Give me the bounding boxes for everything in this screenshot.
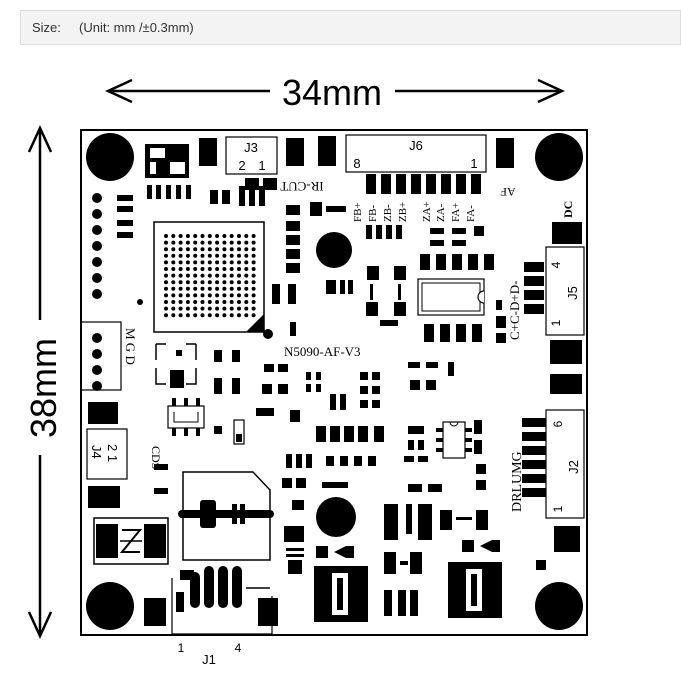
pad	[286, 138, 304, 166]
ic-chip-small	[167, 398, 205, 436]
j5-pin-4: 4	[549, 261, 563, 268]
left-edge-pads	[92, 193, 102, 299]
pcb-outline	[80, 129, 588, 636]
j2-name: J2	[566, 460, 581, 474]
j6-pin-label: ZB-	[382, 204, 394, 222]
j6-pin-label: ZA+	[421, 201, 433, 222]
height-dimension: 38mm	[23, 124, 64, 640]
j6-pin-labels: FB+ FB- ZB- ZB+ ZA+ ZA- FA+ FA-	[352, 201, 477, 222]
connector-j3: J3 2 1	[225, 136, 278, 175]
hole-center-bottom	[316, 497, 356, 537]
connector-j4: J4 2 1	[86, 428, 128, 480]
j6-pin-label: FA-	[465, 205, 477, 222]
connector-j6: J6 8 1	[345, 134, 487, 194]
j6-pin-label: FB-	[367, 205, 379, 222]
connector-j5: 4 J5 1	[524, 246, 585, 336]
j5-pin-1: 1	[549, 319, 563, 326]
mount-hole-tl	[86, 133, 134, 181]
j3-pin-2: 2	[238, 158, 245, 173]
bga-chip	[153, 221, 265, 333]
j6-pin-8: 8	[353, 156, 360, 171]
j5-signals: C+C-D+D-	[507, 281, 522, 340]
j1-pin-4: 4	[235, 641, 242, 655]
cds-label: CDS	[149, 446, 163, 469]
mount-hole-tr	[535, 133, 583, 181]
width-label: 34mm	[282, 72, 382, 113]
pad	[318, 136, 336, 166]
j5-name: J5	[565, 286, 580, 300]
connector-j1: 1 4 J1	[144, 566, 278, 667]
height-label: 38mm	[23, 338, 64, 438]
board-name: N5090-AF-V3	[284, 344, 361, 359]
width-dimension: 34mm	[104, 72, 566, 113]
j1-pin-1: 1	[178, 641, 185, 655]
j6-pin-label: FB+	[352, 202, 364, 222]
j6-name: J6	[409, 138, 423, 153]
hole-center-top	[316, 232, 352, 268]
ic-chip-notched	[417, 278, 485, 316]
logo-block	[145, 144, 189, 178]
j3-name: J3	[244, 140, 258, 155]
ir-cut-label: IR-CUT	[280, 179, 323, 194]
pad	[496, 138, 514, 168]
j2-pin-6: 6	[551, 420, 565, 427]
j6-pin-label: ZB+	[397, 202, 409, 222]
af-label: AF	[500, 185, 516, 199]
size-header-bar: Size: (Unit: mm /±0.3mm)	[20, 10, 681, 45]
mount-hole-br	[535, 582, 583, 630]
mount-hole-bl	[86, 582, 134, 630]
j3-pin-1: 1	[258, 158, 265, 173]
j4-name: J4	[89, 445, 104, 459]
j1-name: J1	[202, 652, 216, 667]
size-label: Size:	[32, 20, 61, 35]
connector-j2: 6 J2 1	[522, 409, 585, 519]
mgd-label: M G D	[123, 328, 138, 365]
dc-label: DC	[561, 201, 575, 218]
j6-pin-1: 1	[470, 156, 477, 171]
j4-pins: 2 1	[105, 444, 120, 462]
j6-pin-label: FA+	[450, 203, 462, 222]
power-inductor-right	[448, 562, 502, 618]
power-inductor-left	[314, 566, 368, 622]
connector-mgd: M G D	[80, 321, 138, 391]
j2-pin-1: 1	[551, 505, 565, 512]
j2-signals: DRLUMG	[510, 451, 525, 512]
inductor-footprint	[178, 471, 274, 561]
j6-pin-label: ZA-	[435, 203, 447, 222]
pad	[199, 138, 217, 166]
zener-diode-block	[93, 517, 169, 565]
unit-text: (Unit: mm /±0.3mm)	[79, 20, 194, 35]
ic-chip-j2	[436, 421, 472, 459]
